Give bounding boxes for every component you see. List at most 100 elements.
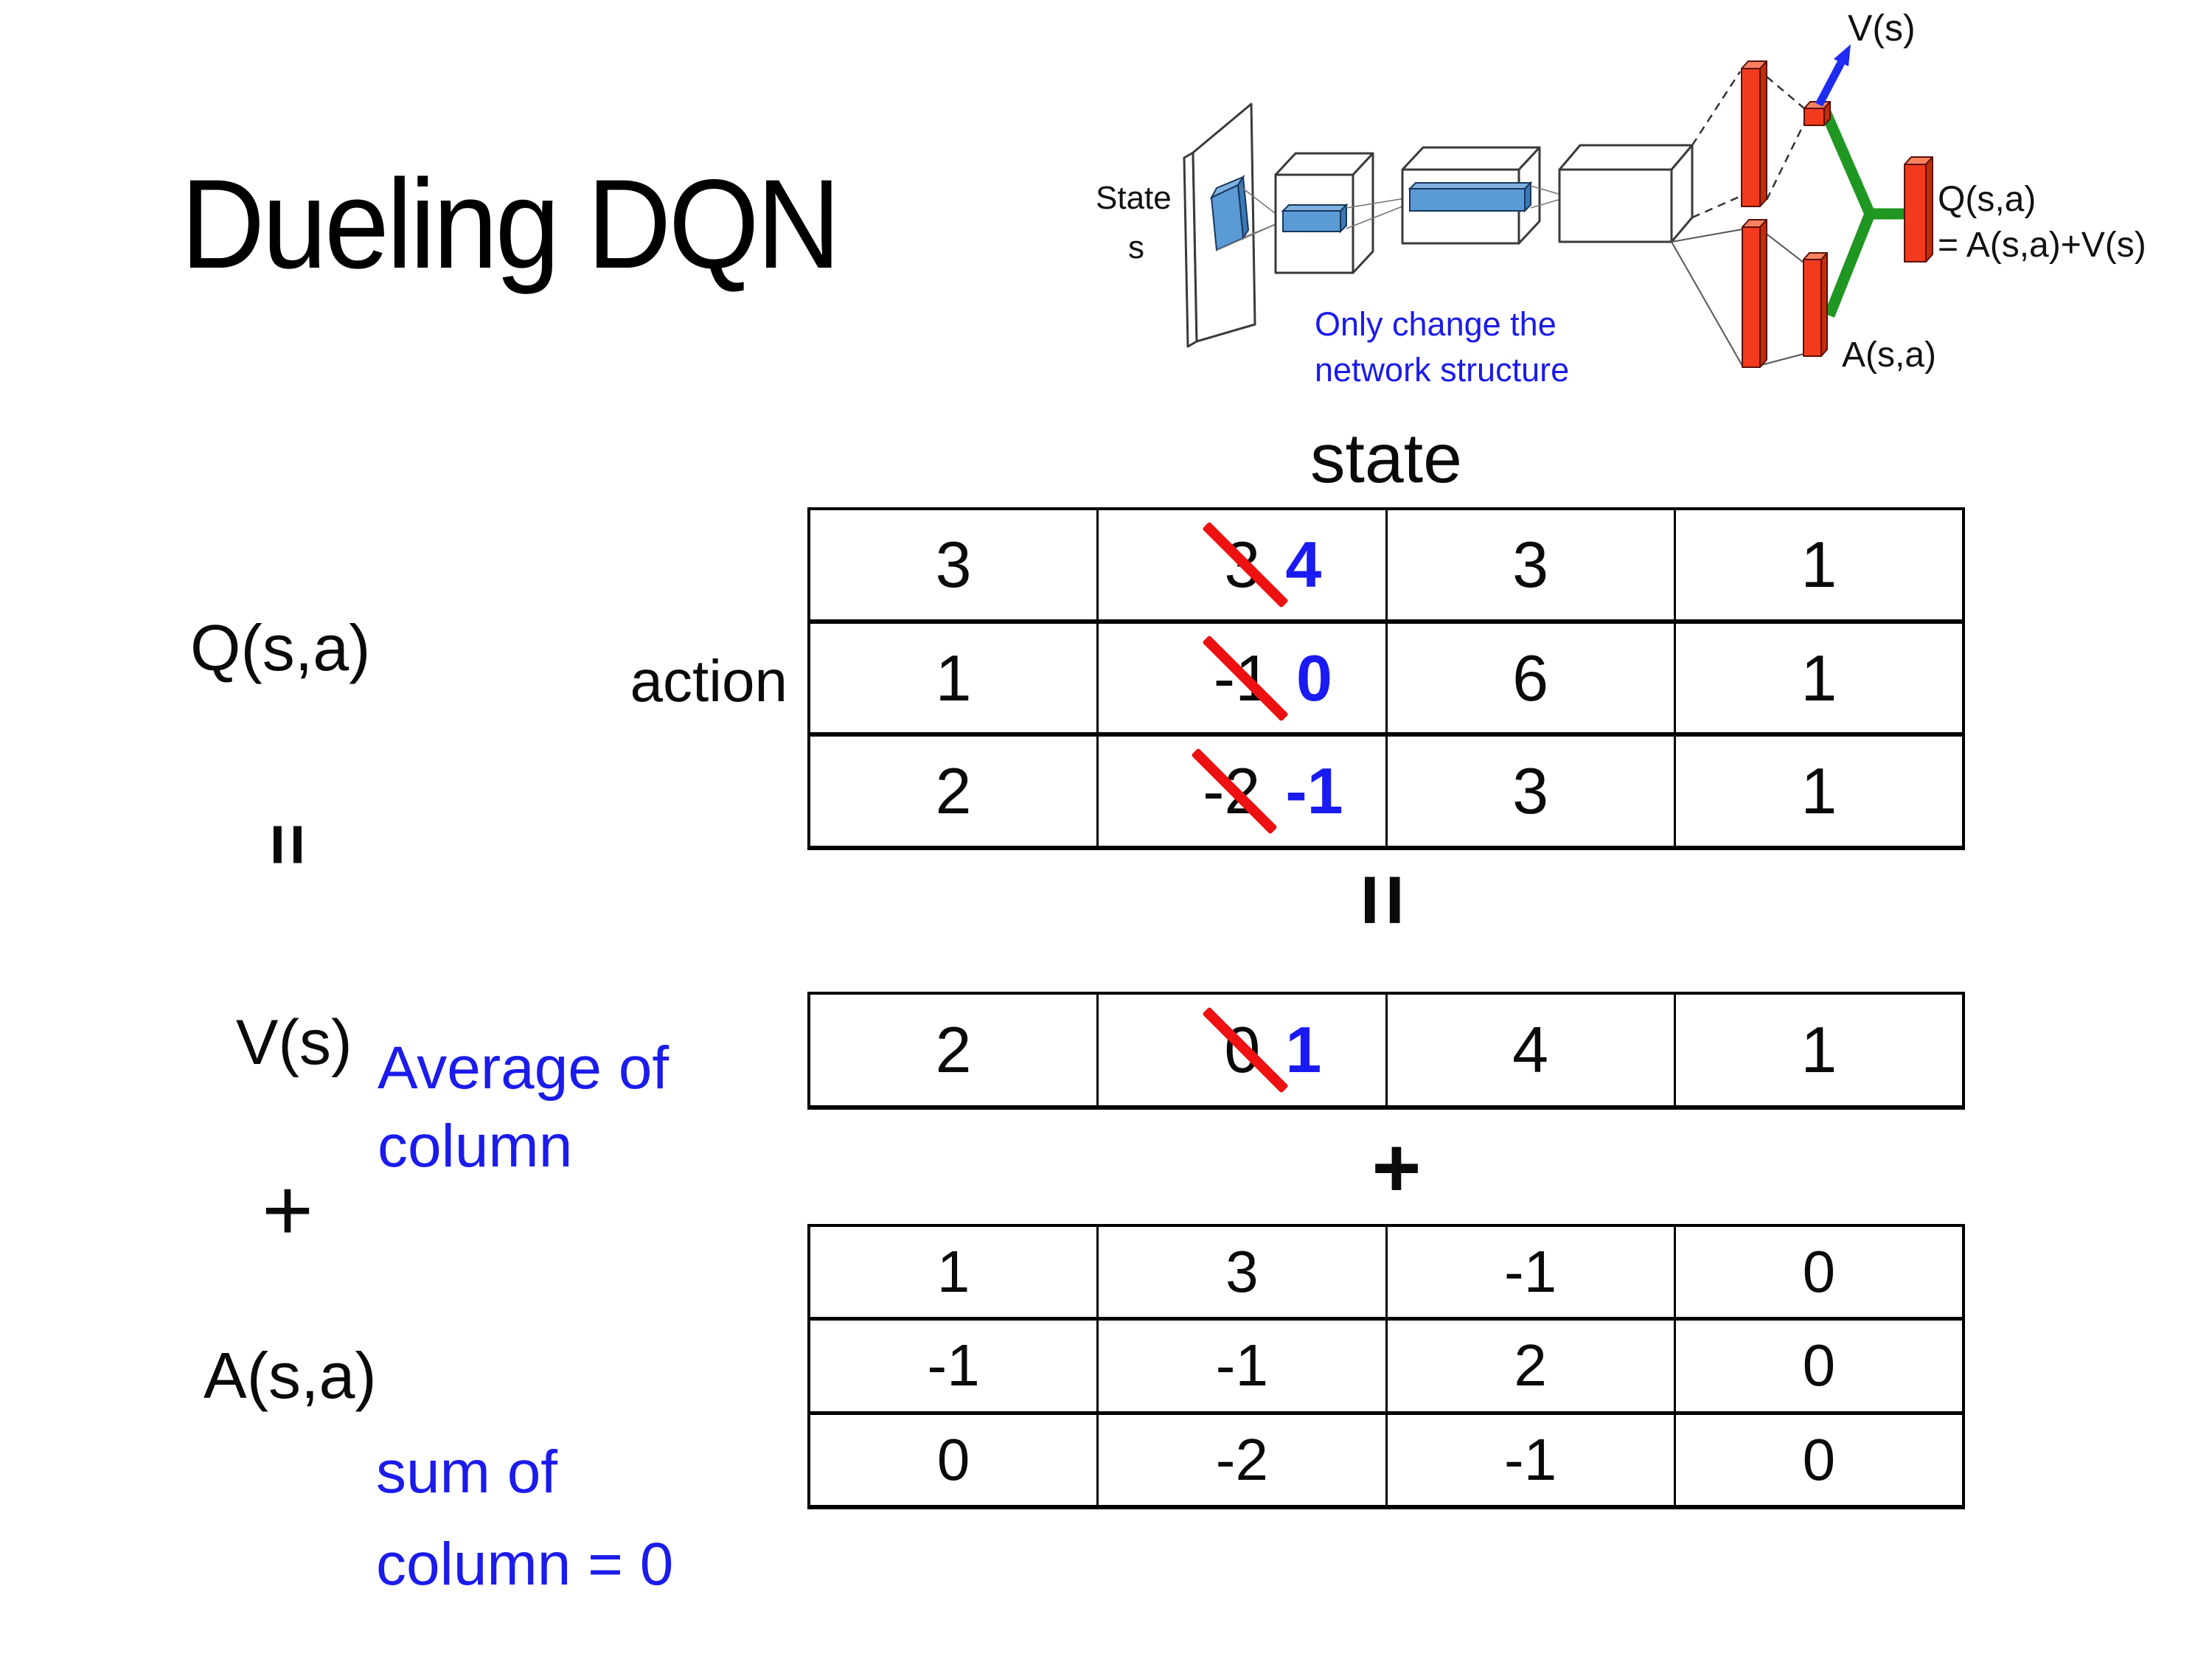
table-cell: -2-1: [1096, 737, 1385, 846]
diagram-state-label-line1: State: [1096, 180, 1172, 216]
conv-layer-box-3: [1558, 144, 1694, 243]
table-cell: 3: [1096, 1227, 1385, 1318]
table-cell: 01: [1096, 995, 1385, 1105]
crossed-out-value: -2: [1191, 748, 1278, 835]
state-column-header: state: [1310, 420, 1462, 498]
cell-value: 1: [1801, 754, 1837, 828]
diagram-note-line1: Only change the: [1315, 305, 1557, 343]
diagram-state-label-line2: s: [1128, 229, 1144, 265]
sum-note-line2: column = 0: [376, 1531, 674, 1598]
action-row-label: action: [630, 648, 787, 714]
corrected-value-pair: 34: [1202, 521, 1322, 608]
fc-bar-v-stream: [1741, 60, 1767, 207]
table-cell: 1: [1673, 995, 1962, 1105]
cell-value: 1: [1801, 527, 1837, 601]
table-cell: 0: [1673, 1227, 1962, 1318]
table-cell: -1: [1096, 1321, 1385, 1411]
table-cell: -1: [810, 1321, 1096, 1411]
cell-value: -1: [1215, 1332, 1268, 1399]
cell-value: 1: [1801, 641, 1837, 714]
table-cell: -10: [1096, 623, 1385, 733]
table-cell: 0: [1673, 1414, 1962, 1505]
cell-value: 0: [1802, 1239, 1836, 1305]
table-cell: 1: [1673, 623, 1962, 733]
table-cell: 2: [810, 737, 1096, 846]
table-cell: 1: [810, 1227, 1096, 1317]
corrected-value: -1: [1285, 754, 1343, 828]
table-cell: 1: [810, 624, 1096, 733]
cell-value: 1: [1801, 1013, 1837, 1086]
sum-note-line1: sum of: [376, 1439, 558, 1506]
table-cell: 0: [1673, 1321, 1962, 1411]
corrected-value: 4: [1285, 527, 1322, 601]
red-strike-icon: [1202, 1006, 1289, 1093]
conv-filter-patch: [1209, 175, 1250, 251]
a-vector-bar: [1803, 252, 1828, 357]
q-output-bar: [1904, 156, 1933, 262]
cell-value: -1: [1504, 1239, 1557, 1305]
plus-sign-left: +: [261, 1161, 314, 1259]
table-cell: 1: [1673, 737, 1962, 846]
table-cell: -1: [1385, 1414, 1674, 1505]
v-output-arrow-icon: [1815, 44, 1851, 107]
average-note-line1: Average of: [378, 1034, 669, 1102]
table-cell: 2: [810, 995, 1096, 1105]
table-cell: 0: [810, 1415, 1096, 1505]
a-stream-links: [1671, 229, 1804, 366]
red-strike-icon: [1202, 521, 1289, 608]
equals-sign-left: =: [246, 822, 330, 866]
table-cell: 3: [810, 510, 1096, 619]
corrected-value: 1: [1285, 1013, 1322, 1086]
table-row: 2 -2-1 3 1: [810, 732, 1962, 846]
diagram-a-label: A(s,a): [1842, 335, 1936, 375]
diagram-q-label-line1: Q(s,a): [1938, 180, 2036, 219]
cell-value: 2: [935, 754, 972, 828]
red-strike-icon: [1202, 634, 1289, 722]
table-row: 1 -10 6 1: [810, 619, 1962, 733]
crossed-out-value: 0: [1202, 1006, 1289, 1093]
cell-value: 2: [935, 1013, 972, 1086]
cell-value: 3: [1512, 754, 1549, 828]
cell-value: 3: [1512, 527, 1549, 601]
crossed-out-value: -1: [1202, 634, 1289, 722]
diagram-v-label: V(s): [1848, 7, 1916, 49]
cell-value: 6: [1512, 641, 1549, 714]
aggregate-junction: [1820, 110, 1907, 318]
cell-value: 0: [936, 1426, 970, 1492]
table-cell: 2: [1385, 1321, 1674, 1411]
table-row: 0 -2 -1 0: [810, 1411, 1962, 1505]
plus-sign-center: +: [1371, 1121, 1422, 1215]
table-cell: 1: [1673, 510, 1962, 619]
table-cell: 6: [1385, 623, 1674, 733]
cell-value: 0: [1802, 1426, 1836, 1492]
table-cell: -2: [1096, 1414, 1385, 1505]
fc-bar-a-stream: [1742, 219, 1767, 368]
crossed-out-value: 3: [1202, 521, 1289, 608]
cell-value: 4: [1512, 1013, 1549, 1086]
cell-value: 3: [935, 527, 972, 601]
feature-map-bar-1: [1281, 203, 1349, 234]
v-scalar-node: [1804, 101, 1831, 126]
corrected-value-pair: 01: [1202, 1006, 1322, 1093]
table-cell: 3: [1385, 737, 1674, 846]
corrected-value-pair: -2-1: [1191, 748, 1343, 835]
v-function-label: V(s): [236, 1007, 352, 1078]
a-function-label: A(s,a): [204, 1339, 377, 1412]
table-cell: 4: [1385, 995, 1674, 1105]
corrected-value-pair: -10: [1202, 634, 1332, 722]
table-row: 20141: [810, 995, 1962, 1105]
cell-value: 1: [935, 641, 972, 714]
diagram-note-line2: network structure: [1315, 351, 1569, 389]
projection-lines-2: [1346, 197, 1411, 229]
cell-value: -1: [1504, 1426, 1557, 1492]
v-stream-dashed-links: [1691, 71, 1806, 219]
q-function-label: Q(s,a): [190, 611, 371, 684]
v-value-table: 20141: [807, 992, 1965, 1110]
table-cell: -1: [1385, 1227, 1674, 1318]
cell-value: -1: [927, 1332, 980, 1399]
equals-sign-center: =: [1331, 872, 1434, 927]
